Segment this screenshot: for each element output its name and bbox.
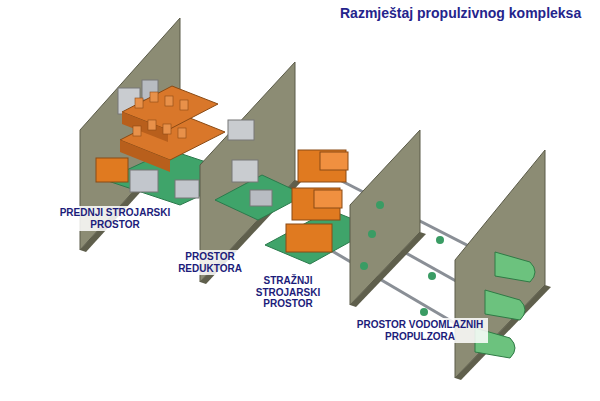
area-label: PREDNJI STROJARSKI PROSTOR [52, 206, 178, 231]
area-label: PROSTOR REDUKTORA [168, 250, 252, 275]
area-label: PROSTOR VODOMLAZNIH PROPULZORA [352, 318, 488, 343]
shaft-couplings [360, 201, 444, 316]
bulkhead [350, 130, 426, 307]
bulkhead [455, 150, 551, 380]
area-label: STRAŽNJI STROJARSKI PROSTOR [246, 274, 330, 311]
diagram-title: Razmještaj propulzivnog kompleksa [340, 5, 581, 21]
